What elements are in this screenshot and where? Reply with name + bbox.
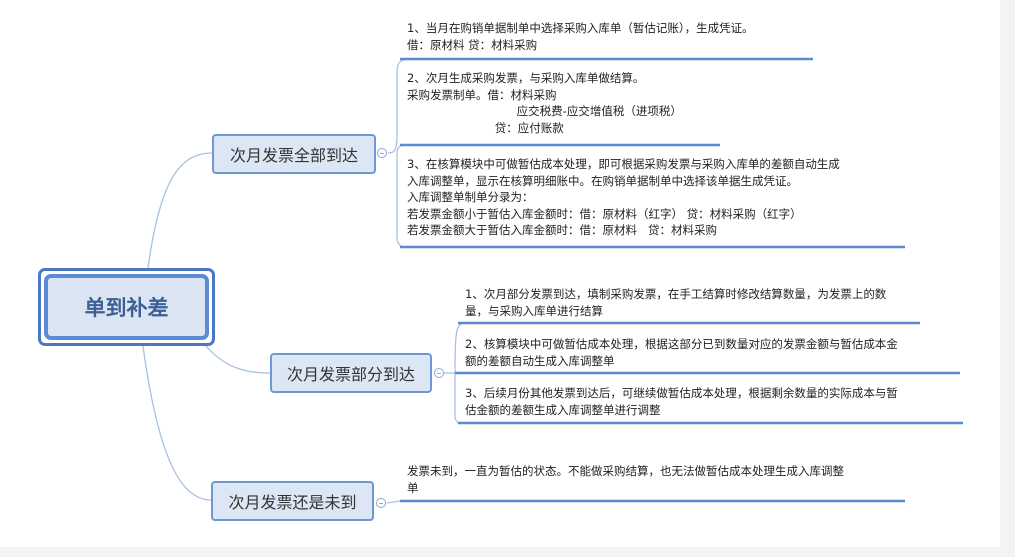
leaf-node[interactable]: 2、核算模块中可做暂估成本处理，根据这部分已到数量对应的发票金额与暂估成本金 额… bbox=[465, 337, 898, 368]
leaf-node[interactable]: 3、后续月份其他发票到达后，可继续做暂估成本处理，根据剩余数量的实际成本与暂 估… bbox=[465, 386, 898, 417]
collapse-toggle-icon[interactable] bbox=[376, 498, 386, 508]
root-node-label: 单到补差 bbox=[44, 274, 209, 340]
leaf-node[interactable]: 3、在核算模块中可做暂估成本处理，即可根据采购发票与采购入库单的差额自动生成 入… bbox=[407, 157, 840, 237]
connector-root-b1 bbox=[147, 152, 213, 269]
branch-label: 次月发票部分到达 bbox=[286, 365, 415, 384]
connector-b3-items bbox=[386, 500, 401, 504]
collapse-toggle-icon[interactable] bbox=[434, 368, 444, 378]
branch-label: 次月发票全部到达 bbox=[229, 146, 358, 165]
leaf-node[interactable]: 发票未到，一直为暂估的状态。不能做采购结算，也无法做暂估成本处理生成入库调整 单 bbox=[407, 464, 844, 495]
branch-label: 次月发票还是未到 bbox=[228, 493, 357, 512]
connector-root-b2 bbox=[204, 344, 271, 374]
leaf-node[interactable]: 1、次月部分发票到达，填制采购发票，在手工结算时修改结算数量，为发票上的数 量，… bbox=[465, 287, 887, 318]
connector-b1-items bbox=[387, 59, 406, 248]
collapse-toggle-icon[interactable] bbox=[377, 148, 387, 158]
connector-root-b3 bbox=[142, 345, 212, 501]
bottom-scroll-gutter bbox=[0, 547, 1015, 557]
branch-node-all-arrived[interactable]: 次月发票全部到达 bbox=[212, 134, 376, 174]
right-scroll-gutter bbox=[1000, 0, 1015, 557]
branch-node-not-arrived[interactable]: 次月发票还是未到 bbox=[211, 481, 374, 521]
branch-node-partial-arrived[interactable]: 次月发票部分到达 bbox=[270, 353, 432, 393]
leaf-node[interactable]: 1、当月在购销单据制单中选择采购入库单（暂估记账），生成凭证。 借：原材料 贷：… bbox=[407, 21, 754, 52]
leaf-node[interactable]: 2、次月生成采购发票，与采购入库单做结算。 采购发票制单。借：材料采购 应交税费… bbox=[407, 71, 682, 135]
root-node[interactable]: 单到补差 bbox=[38, 268, 215, 346]
